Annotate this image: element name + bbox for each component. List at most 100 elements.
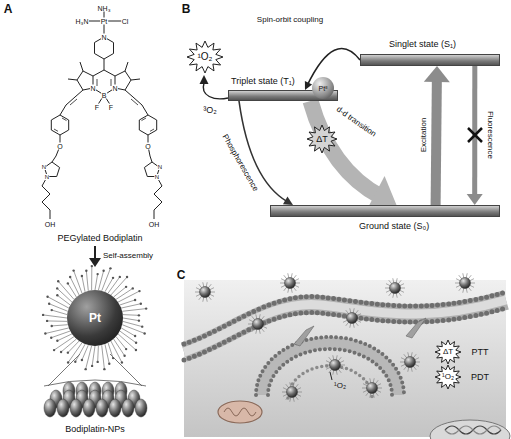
peg-end (134, 335, 136, 337)
peg-end (138, 290, 140, 292)
peg-chain (91, 266, 92, 290)
np-peg (411, 352, 412, 357)
peg-chain (43, 315, 67, 318)
peg-chain (47, 320, 67, 321)
assembly-arrow-shaft (94, 246, 96, 259)
np-peg (295, 285, 300, 287)
np-peg (463, 288, 464, 293)
atom-label: N (101, 34, 107, 41)
peg-chain (86, 271, 88, 291)
np-peg (281, 285, 286, 287)
np-peg (259, 329, 260, 334)
node-label: ¹O₂ (198, 52, 213, 62)
starburst: ¹O₂ (434, 364, 462, 390)
peg-end (123, 355, 125, 357)
peg-chain (105, 344, 109, 364)
peg-chain (122, 325, 144, 334)
np-peg (411, 367, 412, 372)
peg-chain (54, 337, 74, 351)
peg-end (125, 286, 127, 288)
np-peg (293, 397, 294, 402)
molecule-ellipsoid (57, 399, 69, 417)
np-peg (377, 390, 382, 392)
np-peg (408, 367, 409, 372)
transition-arrow (239, 101, 288, 202)
peg-end (109, 267, 111, 269)
peg-chain (61, 339, 76, 352)
peg-chain (92, 346, 95, 366)
peg-end (140, 303, 142, 305)
peg-end (91, 265, 93, 267)
oxygen-activation-arrow (203, 83, 228, 99)
np-peg (401, 364, 406, 366)
transition-connector (311, 101, 397, 212)
np-peg (373, 378, 374, 383)
molecule-ellipsoid (44, 399, 56, 417)
nanoparticle-core: Pt (67, 290, 123, 346)
np-peg (326, 367, 331, 369)
np-peg (196, 288, 201, 290)
forbidden-cross (468, 128, 482, 142)
panel-letter: B (182, 3, 191, 15)
np-peg (396, 293, 397, 298)
peg-chain (49, 304, 68, 312)
np-peg (415, 364, 420, 366)
peg-end (108, 363, 110, 365)
peg-chain (75, 344, 85, 362)
starburst-shape (307, 125, 337, 153)
peg-end (50, 337, 52, 339)
np-peg (470, 285, 475, 287)
peg-chain (97, 346, 99, 362)
np-peg (350, 323, 351, 328)
molecule-ellipsoid (70, 399, 82, 417)
arrow-head (283, 197, 293, 205)
decor-group (42, 265, 475, 417)
peg-end (81, 359, 83, 361)
peg-chain (68, 341, 79, 353)
peg-chain (116, 337, 126, 350)
np-peg (393, 278, 394, 283)
np-peg (377, 384, 382, 386)
molecule-ellipsoid (109, 399, 121, 417)
np-peg (466, 273, 467, 278)
np-peg (340, 367, 345, 369)
np-peg (373, 393, 374, 398)
np-peg (393, 293, 394, 298)
peg-chain (118, 291, 139, 302)
atom-label: Pt (100, 18, 108, 25)
np-peg (210, 294, 215, 296)
peg-chain (111, 341, 122, 362)
nanoparticle (347, 313, 358, 324)
node-label: Pt (89, 312, 101, 324)
peg-end (138, 314, 140, 316)
peg-end (74, 361, 76, 363)
peg-end (121, 361, 123, 363)
np-peg (249, 326, 254, 328)
vesicle-heads (256, 337, 404, 395)
atom-label: N (157, 164, 162, 170)
np-peg (291, 273, 292, 278)
state-bar: Ground state (S₀) (270, 205, 500, 217)
caption-label: Bodiplatin-NPs (65, 425, 125, 434)
peg-chain (45, 328, 68, 334)
peg-end (53, 349, 55, 351)
starburst: ΔT (306, 124, 338, 154)
oxygen-activation-head (200, 75, 209, 84)
peg-chain (82, 276, 85, 292)
np-peg (196, 294, 201, 296)
edge-label: Excitation (420, 118, 428, 153)
peg-chain (121, 304, 141, 308)
np-peg (290, 397, 291, 402)
transition-connector (239, 101, 293, 205)
transition-arrow (436, 77, 437, 205)
np-peg (293, 382, 294, 387)
inner-vesicle (288, 366, 372, 398)
node-label: ΔT (316, 135, 328, 144)
state-label: Singlet state (S₁) (389, 40, 456, 49)
platinum-sphere: Ptᴵᴵ (312, 77, 334, 99)
panel-letter: A (4, 3, 13, 15)
peg-end (56, 340, 58, 342)
np-peg (363, 384, 368, 386)
peg-end (81, 275, 83, 277)
